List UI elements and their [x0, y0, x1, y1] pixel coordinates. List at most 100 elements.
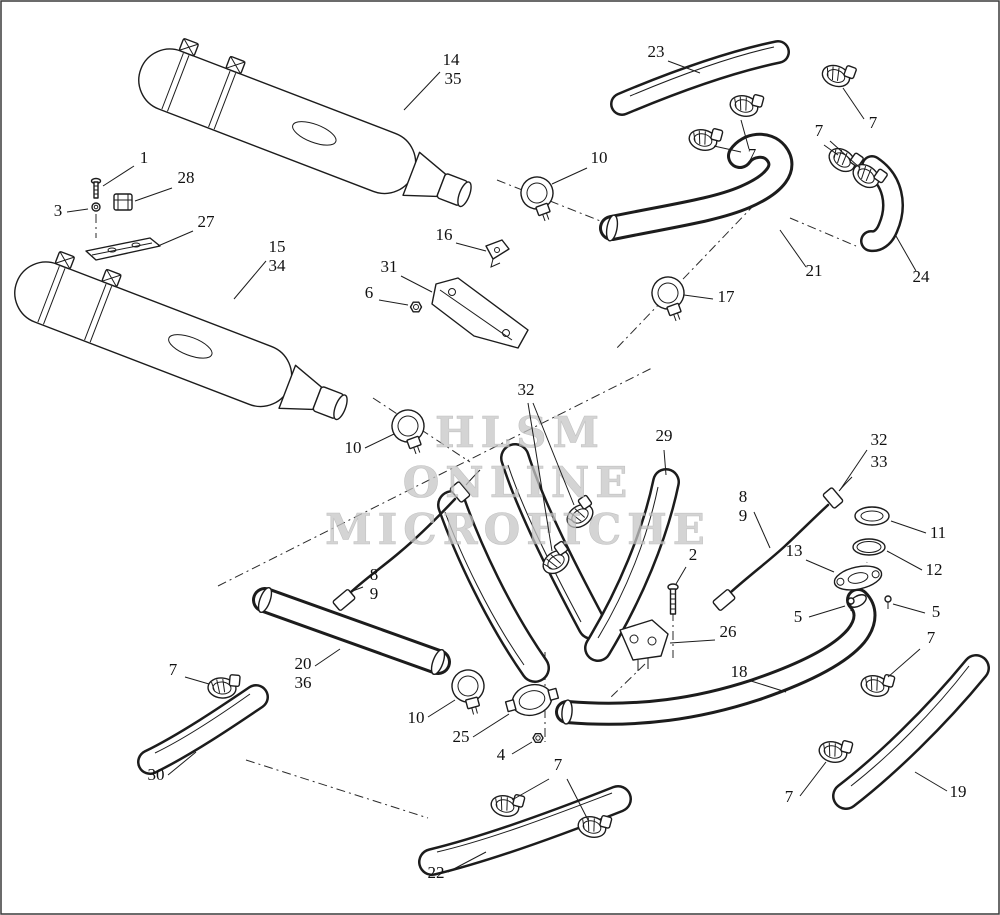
bolt-1 [90, 177, 102, 199]
callout-leader-line [808, 605, 846, 618]
worm-clamp-7-f [858, 668, 896, 701]
callout-label: 24 [913, 267, 931, 286]
callout-leader-line [892, 603, 926, 614]
callout-label: 7 [927, 628, 936, 647]
callout-leader-line [753, 511, 771, 549]
stud-5-left [847, 597, 855, 611]
callout-label: 31 [381, 257, 398, 276]
nut-6 [409, 301, 423, 313]
callout-leader-line [403, 71, 441, 111]
worm-clamp-7-b [727, 88, 765, 121]
gasket-12 [852, 538, 886, 556]
callout-leader-line [675, 566, 687, 585]
callout-label: 34 [269, 256, 287, 275]
callout-leader-line [314, 648, 341, 667]
heat-shield-center-a [500, 443, 607, 640]
callout-label: 4 [497, 745, 506, 764]
callout-label: 10 [345, 438, 362, 457]
callout-label: 26 [720, 622, 737, 641]
callout-label: 6 [365, 283, 374, 302]
callout-label: 17 [718, 287, 736, 306]
callout-label: 28 [178, 168, 195, 187]
bracket-31 [431, 277, 529, 349]
elbow-shield-24 [860, 155, 904, 253]
callout-leader-line [823, 144, 839, 156]
callout-label: 16 [436, 225, 453, 244]
callout-leader-line [886, 550, 923, 571]
oxygen-sensor-right-32-33 [712, 476, 853, 611]
callout-leader-line [233, 260, 267, 300]
oxygen-sensor-left-8-9 [332, 469, 481, 611]
flange-13 [833, 565, 883, 591]
callout-label: 30 [148, 765, 165, 784]
callout-label: 13 [786, 541, 803, 560]
callout-label: 5 [794, 607, 803, 626]
callout-label: 9 [370, 584, 379, 603]
callout-leader-line [895, 235, 917, 272]
callout-label: 7 [554, 755, 563, 774]
stud-5-right [884, 595, 892, 609]
callout-leader-line [713, 145, 742, 153]
heat-shield-center-b [437, 490, 550, 683]
callout-leader-line [472, 713, 510, 738]
clamp-10-middle [386, 404, 434, 460]
callout-leader-line [566, 778, 589, 821]
nut-4 [532, 733, 544, 743]
heat-shield-22 [418, 785, 632, 876]
callout-leader-line [750, 680, 787, 693]
callout-leader-line [134, 187, 173, 202]
callout-leader-line [157, 230, 194, 247]
callout-label: 25 [453, 727, 470, 746]
callout-leader-line [779, 229, 807, 268]
callout-label: 22 [428, 863, 445, 882]
callout-label: 20 [295, 654, 312, 673]
callout-label: 2 [689, 545, 698, 564]
callout-leader-line [167, 751, 197, 776]
worm-clamp-7-i [488, 788, 526, 821]
callout-leader-line [663, 449, 667, 476]
muffler-rear-14-35 [129, 27, 486, 225]
callout-label: 3 [54, 201, 63, 220]
callout-leader-line [842, 87, 865, 120]
callout-label: 9 [739, 506, 748, 525]
callout-leader-line [378, 299, 409, 306]
callout-label: 18 [731, 662, 748, 681]
worm-clamp-7-c [818, 57, 858, 92]
callout-leader-line [511, 741, 533, 755]
callout-leader-line [914, 771, 948, 792]
callout-leader-line [551, 167, 588, 185]
callout-leader-line [667, 60, 701, 74]
callout-leader-line [805, 559, 835, 573]
callout-leader-line [511, 778, 550, 801]
callout-label: 11 [930, 523, 946, 542]
bracket-26 [619, 619, 669, 671]
exhaust-pipe-21 [599, 132, 794, 242]
callout-label: 1 [140, 148, 149, 167]
callout-leader-line [400, 275, 433, 293]
pipe-20-36 [252, 586, 451, 676]
callout-leader-line [829, 140, 861, 169]
heat-shield-29 [584, 468, 680, 662]
callout-leader-line [102, 165, 135, 187]
callout-label: 12 [926, 560, 943, 579]
callout-leader-line [447, 851, 487, 873]
callout-leader-line [799, 761, 827, 797]
clamp-17 [646, 271, 694, 327]
watermark-line-1: HLSM [435, 408, 605, 457]
washer-3 [91, 202, 101, 212]
callout-leader-line [184, 676, 210, 685]
callout-label: 19 [950, 782, 967, 801]
callout-label: 5 [932, 602, 941, 621]
clip-28 [113, 193, 133, 211]
heat-shield-30 [137, 684, 269, 775]
callout-label: 8 [370, 565, 379, 584]
heat-shield-19 [832, 654, 990, 810]
bracket-16 [485, 239, 510, 268]
callout-label: 21 [806, 261, 823, 280]
callout-label: 32 [518, 380, 535, 399]
worm-clamp-7-g [816, 734, 854, 767]
callout-leader-line [740, 119, 750, 150]
callout-label: 14 [443, 50, 461, 69]
